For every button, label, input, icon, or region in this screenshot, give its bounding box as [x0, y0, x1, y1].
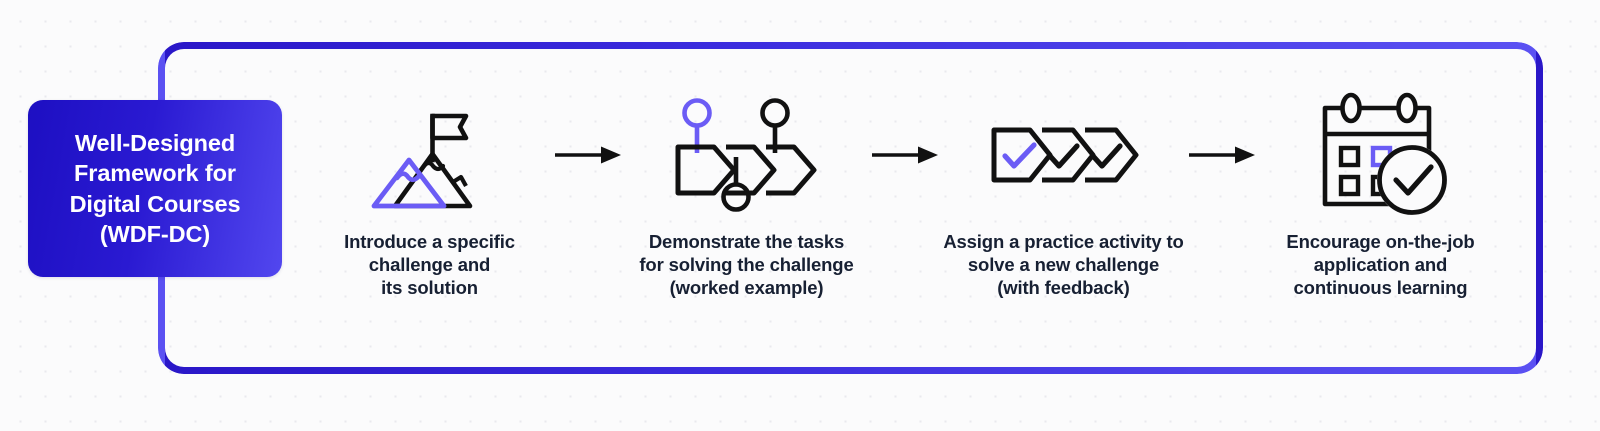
chevron-checks-icon: [988, 90, 1140, 220]
arrow-right-icon: [872, 146, 938, 164]
step-1-caption: Introduce a specific challenge and its s…: [344, 231, 515, 299]
step-1[interactable]: Introduce a specific challenge and its s…: [322, 42, 537, 299]
step-4-caption: Encourage on-the-job application and con…: [1286, 231, 1475, 299]
step-2[interactable]: Demonstrate the tasks for solving the ch…: [639, 42, 854, 299]
connector-1: [537, 42, 639, 220]
arrow-right-icon: [555, 146, 621, 164]
arrow-right-icon: [1189, 146, 1255, 164]
connector-2: [854, 42, 956, 220]
step-2-caption: Demonstrate the tasks for solving the ch…: [639, 231, 854, 299]
framework-label-title: Well-Designed Framework for Digital Cour…: [69, 130, 241, 247]
chevron-pins-icon: [662, 90, 832, 220]
framework-label-card: Well-Designed Framework for Digital Cour…: [28, 100, 282, 277]
step-3-caption: Assign a practice activity to solve a ne…: [943, 231, 1184, 299]
mountain-flag-icon: [369, 90, 491, 220]
step-3[interactable]: Assign a practice activity to solve a ne…: [943, 42, 1184, 299]
step-4[interactable]: Encourage on-the-job application and con…: [1273, 42, 1488, 299]
calendar-check-icon: [1311, 90, 1451, 220]
connector-3: [1171, 42, 1273, 220]
steps-row: Introduce a specific challenge and its s…: [165, 42, 1536, 374]
